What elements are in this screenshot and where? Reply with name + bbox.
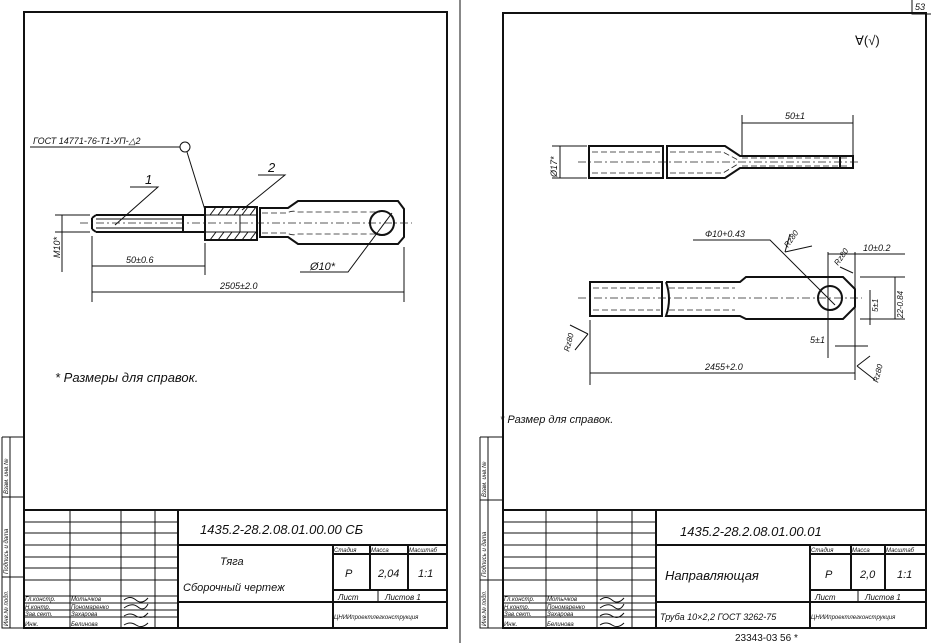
right-sheet: Взам. инв.№ Подпись и дата Инв.№ подл. ∀… — [479, 12, 927, 629]
signer-name: Белинова — [71, 622, 98, 628]
dim-hole: Ø10* — [309, 261, 336, 273]
scale-value: 1:1 — [897, 569, 912, 581]
mass-label: Масса — [371, 548, 389, 554]
stage-label: Стадия — [811, 548, 834, 554]
callout-2: 2 — [267, 160, 276, 175]
stamp-label: Подпись и дата — [4, 528, 10, 574]
part-name: Тяга — [220, 556, 244, 568]
guide-top-view: Ø17* 50±1 — [549, 111, 860, 179]
left-sheet: Взам. инв.№ Подпись и дата Инв.№ подл. Г… — [1, 0, 461, 643]
stage-label: Стадия — [334, 548, 357, 554]
reference-note: * Размеры для справок. — [55, 370, 198, 385]
organization: ЦНИИпроектлегконструкция — [811, 615, 896, 621]
dim-width: 22-0.84 — [896, 290, 905, 319]
callout-1: 1 — [145, 172, 152, 187]
stamp-label: Инв.№ подл. — [3, 590, 10, 626]
role: Гл.констр. — [25, 597, 55, 603]
reference-note: * Размер для справок. — [500, 414, 613, 426]
rod-assembly-drawing: ГОСТ 14771-76-Т1-УП-△2 1 2 М10* 50±0 — [30, 136, 412, 385]
roughness-label: Rz80 — [562, 332, 576, 353]
role: Зав.сект. — [504, 612, 532, 618]
guide-side-view: Ф10+0.43 Rz80 10±0.2 Rz80 22-0.84 5±1 5±… — [500, 228, 905, 426]
dim-thread: М10* — [52, 236, 62, 258]
right-stamp-column: Взам. инв.№ Подпись и дата Инв.№ подл. — [479, 436, 503, 629]
dim-offset-v: 5±1 — [871, 299, 880, 312]
sheet-label: Лист — [814, 593, 836, 602]
scale-label: Масштаб — [409, 548, 438, 554]
page-number-box: 53 — [911, 0, 931, 15]
role: Н.контр. — [504, 605, 529, 611]
role: Гл.констр. — [504, 597, 534, 603]
signature-rows: Гл.констр. Н.контр. Зав.сект. Инж. Мотыч… — [504, 597, 625, 628]
stamp-label: Взам. инв.№ — [3, 458, 10, 494]
dim-flat-length: 50±1 — [785, 111, 805, 121]
dim-length-short: 50±0.6 — [126, 255, 153, 265]
sheets-label: Листов 1 — [864, 593, 901, 602]
organization: ЦНИИпроектлегконструкция — [334, 615, 419, 621]
dim-edge: 10±0.2 — [863, 243, 890, 253]
role: Зав.сект. — [25, 612, 53, 618]
signature-rows: Гл.констр. Н.контр. Зав.сект. Инж. Мотыч… — [25, 597, 149, 628]
dim-diameter: Ø17* — [549, 156, 559, 178]
page-number: 53 — [915, 2, 925, 12]
signer-name: Мотычков — [71, 597, 101, 603]
signer-name: Пономаренко — [547, 605, 586, 611]
left-stamp-column: Взам. инв.№ Подпись и дата Инв.№ подл. — [1, 436, 24, 629]
roughness-label: Rz80 — [782, 228, 800, 249]
part-name: Направляющая — [665, 568, 759, 583]
roughness-label: Rz80 — [832, 246, 850, 267]
stamp-label: Подпись и дата — [482, 531, 488, 577]
stage-value: Р — [825, 569, 833, 581]
left-frame — [23, 11, 448, 629]
stamp-label: Взам. инв.№ — [481, 461, 488, 497]
stamp-label: Инв.№ подл. — [481, 590, 488, 626]
footer-code: 23343-03 56 * — [735, 633, 798, 643]
signer-name: Пономаренко — [71, 605, 110, 611]
dim-length-total: 2505±2.0 — [219, 281, 257, 291]
signer-name: Мотычков — [547, 597, 577, 603]
signer-name: Захарова — [547, 612, 574, 618]
drawing-code: 1435.2-28.2.08.01.00.01 — [680, 524, 822, 539]
mass-value: 2,0 — [859, 569, 876, 581]
role: Н.контр. — [25, 605, 50, 611]
right-frame — [502, 12, 927, 629]
dim-offset-h: 5±1 — [810, 335, 825, 345]
roughness-symbol: ∀(√) — [855, 33, 880, 48]
dim-hole: Ф10+0.43 — [705, 229, 745, 239]
role: Инж. — [25, 622, 38, 628]
signatures — [123, 597, 149, 628]
scale-label: Масштаб — [886, 548, 915, 554]
signer-name: Захарова — [71, 612, 98, 618]
weld-symbol-circle — [179, 141, 191, 153]
roughness-label: Rz80 — [871, 363, 885, 384]
left-title-block: 1435.2-28.2.08.01.00.00 СБ Тяга Сборочны… — [24, 509, 447, 628]
material: Труба 10×2,2 ГОСТ 3262-75 — [660, 612, 777, 622]
mass-label: Масса — [852, 548, 870, 554]
stage-value: Р — [345, 568, 353, 580]
signer-name: Белинова — [547, 622, 574, 628]
doc-type: Сборочный чертеж — [183, 582, 285, 594]
sheets-label: Листов 1 — [384, 593, 421, 602]
dim-length-total: 2455+2.0 — [704, 362, 743, 372]
role: Инж. — [504, 622, 517, 628]
weld-note: ГОСТ 14771-76-Т1-УП-△2 — [33, 136, 141, 146]
signatures — [599, 597, 625, 628]
scale-value: 1:1 — [418, 568, 433, 580]
right-title-block: 1435.2-28.2.08.01.00.01 Направляющая Тру… — [503, 509, 926, 628]
mass-value: 2,04 — [377, 568, 399, 580]
sheet-label: Лист — [337, 593, 359, 602]
drawing-code: 1435.2-28.2.08.01.00.00 СБ — [200, 522, 364, 537]
